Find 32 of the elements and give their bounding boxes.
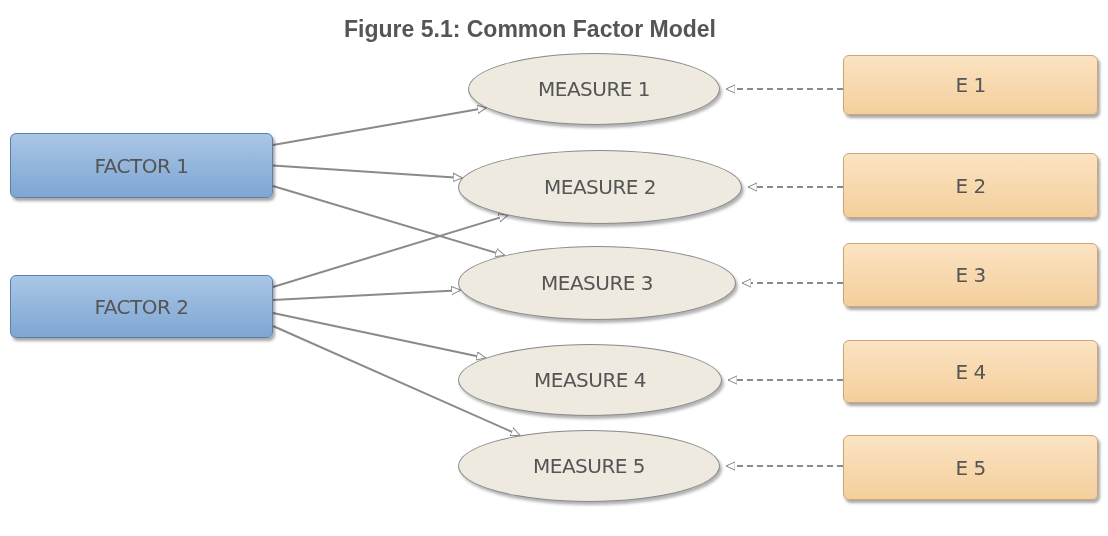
figure-title: Figure 5.1: Common Factor Model (343, 15, 717, 44)
error-box (843, 243, 1098, 307)
error-box (843, 55, 1098, 115)
arrow (272, 185, 506, 258)
node-label: MEASURE 4 (534, 367, 646, 394)
node-label: E 4 (955, 358, 986, 386)
arrow (272, 325, 521, 437)
arrow (272, 213, 509, 288)
dashed-arrow (725, 461, 844, 471)
dashed-arrow (741, 278, 844, 288)
node-label: MEASURE 3 (541, 270, 653, 297)
node-label: E 2 (955, 172, 986, 200)
arrow (272, 164, 464, 182)
dashed-arrow (727, 375, 844, 385)
error-box (843, 340, 1098, 403)
node-label: MEASURE 5 (533, 453, 645, 480)
arrow (272, 104, 488, 146)
node-label: E 3 (955, 262, 986, 289)
factor-box (10, 133, 273, 198)
error-box (843, 435, 1098, 500)
node-label: E 5 (955, 454, 986, 482)
error-box (843, 153, 1098, 218)
arrow (272, 312, 487, 361)
node-label: MEASURE 1 (538, 76, 650, 103)
node-label: E 1 (955, 72, 986, 99)
node-label: MEASURE 2 (544, 174, 656, 201)
arrow (272, 285, 462, 301)
factor-box (10, 275, 273, 338)
node-label: FACTOR 1 (94, 152, 189, 180)
node-label: FACTOR 2 (94, 293, 189, 321)
dashed-arrow (725, 84, 844, 94)
dashed-arrow (747, 182, 844, 192)
